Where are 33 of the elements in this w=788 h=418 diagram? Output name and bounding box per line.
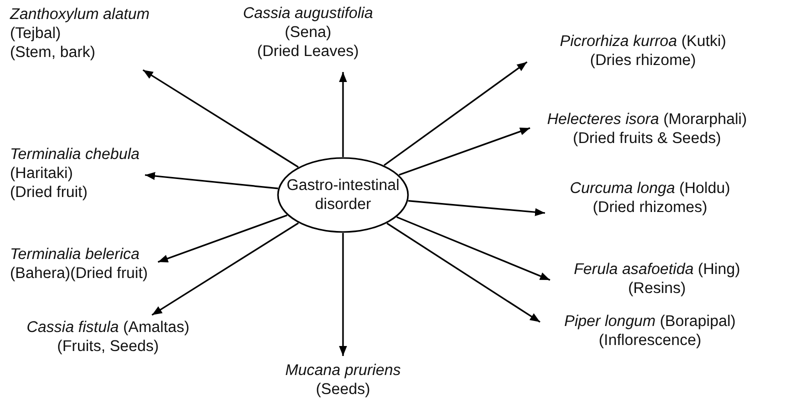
plant-label: (Resins)	[628, 280, 686, 297]
plant-label: Cassia fistula (Amaltas)	[26, 319, 190, 336]
plant-label: Terminalia belerica (Bahera)(Dried fruit)	[10, 246, 148, 282]
arrow	[398, 127, 530, 176]
plant-label: Zanthoxylum alatum (Tejbal)	[10, 6, 150, 42]
arrow	[386, 222, 540, 323]
plant-label: Ferula asafoetida (Hing)	[574, 261, 740, 278]
arrow	[339, 233, 347, 356]
node-label: Gastro-intestinal disorder	[286, 177, 400, 213]
plant-label: Helecteres isora (Morarphali)	[547, 111, 747, 128]
plant-label: Picrorhiza kurroa (Kutki)	[560, 33, 726, 50]
arrow	[158, 214, 288, 263]
plant-label: (Dried rhizomes)	[592, 199, 708, 216]
plant-label: (Inflorescence)	[598, 332, 702, 349]
arrow	[384, 61, 528, 166]
plant-label: Cassia augustifolia (Sena)	[242, 5, 374, 41]
arrow	[396, 216, 550, 281]
arrow	[144, 172, 278, 190]
plant-label: Terminalia chebula (Haritaki)	[10, 146, 140, 182]
arrow	[408, 200, 546, 216]
arrow	[142, 69, 299, 168]
plant-label: Curcuma longa (Holdu)	[570, 180, 730, 197]
ellipse-node	[277, 157, 409, 233]
arrow	[152, 222, 299, 316]
plant-label: (Dries rhizome)	[590, 52, 696, 69]
arrow	[339, 72, 347, 157]
plant-label: (Dried fruits & Seeds)	[572, 130, 722, 147]
plant-label: (Fruits, Seeds)	[57, 338, 159, 355]
plant-label: (Dried Leaves)	[257, 43, 359, 60]
plant-label: (Stem, bark)	[10, 44, 96, 61]
plant-label: (Dried fruit)	[10, 184, 88, 201]
plant-label: Mucana pruriens (Seeds)	[285, 362, 401, 398]
plant-label: Piper longum (Borapipal)	[564, 313, 736, 330]
